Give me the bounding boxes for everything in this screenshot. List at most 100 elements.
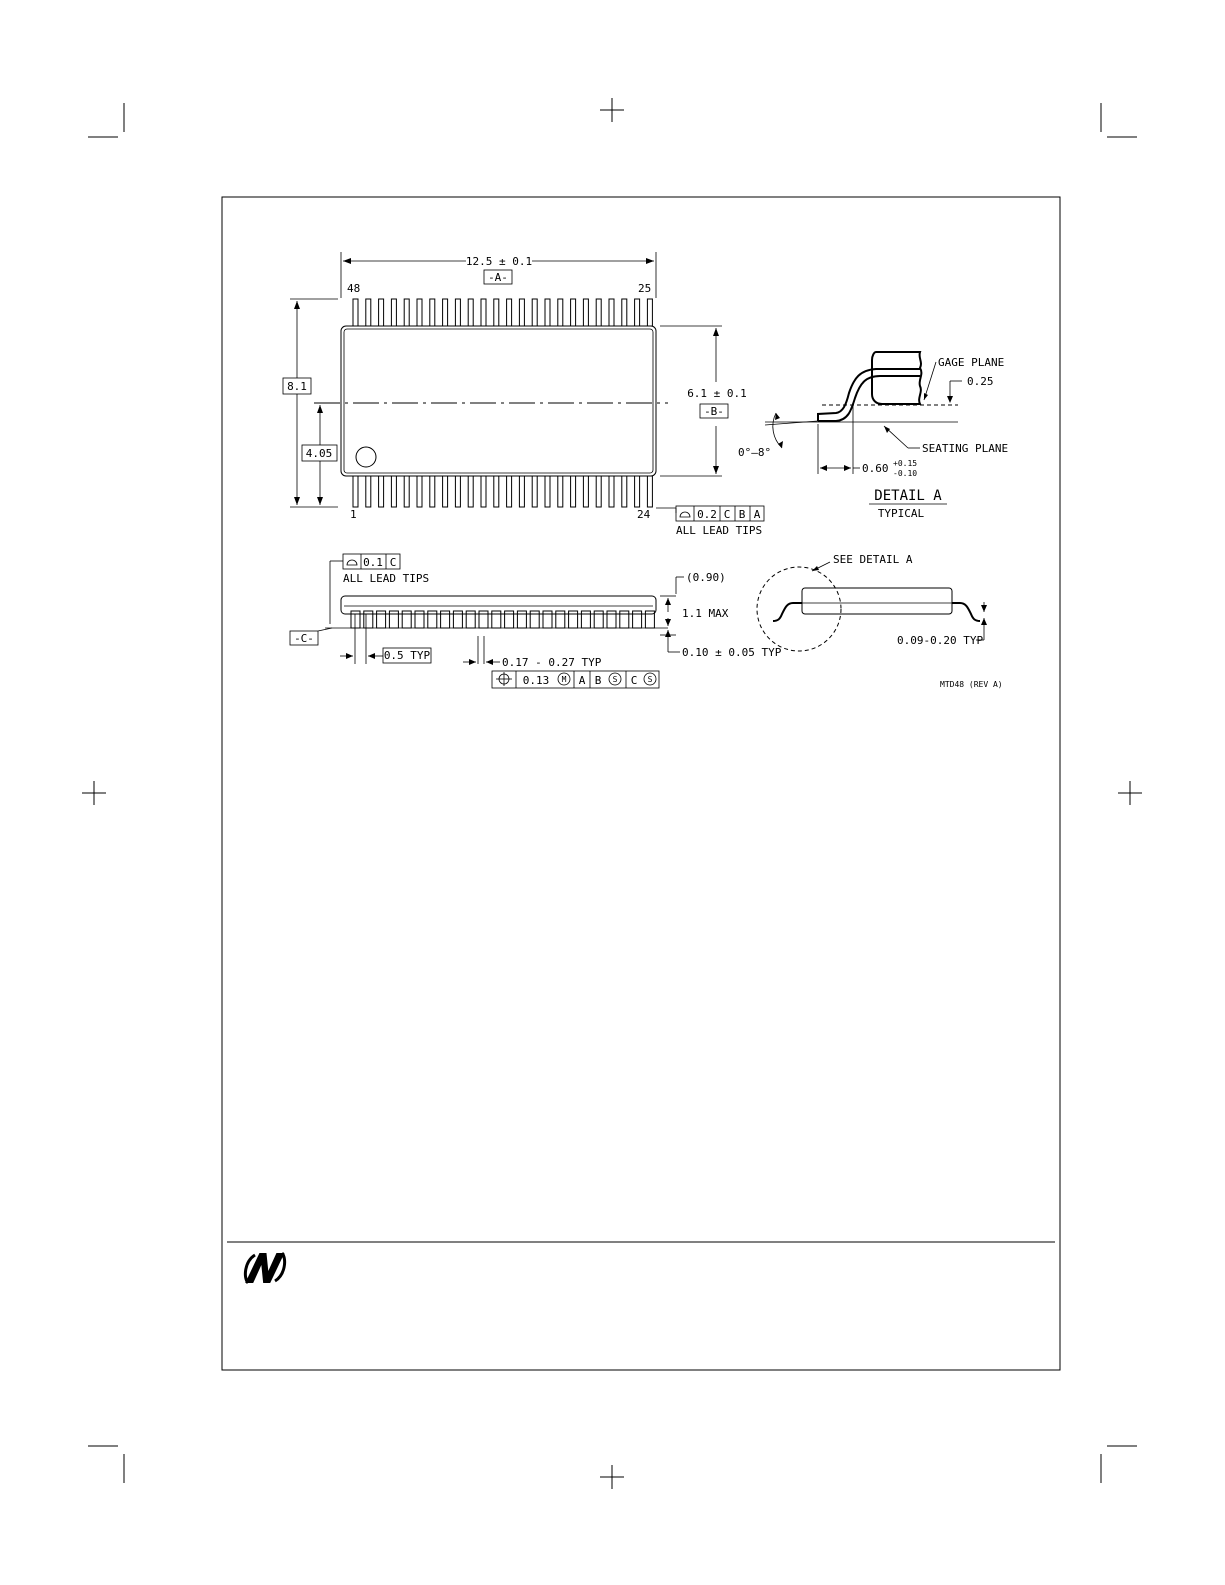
svg-text:C: C (631, 674, 638, 687)
detail-a-subtitle: TYPICAL (878, 507, 925, 520)
lead (609, 299, 614, 326)
page-frame (222, 197, 1060, 1370)
lead (622, 476, 627, 507)
svg-text:+0.15: +0.15 (893, 459, 917, 468)
lead (507, 299, 512, 326)
detail-a-title: DETAIL A (874, 488, 942, 504)
svg-text:0.2: 0.2 (697, 508, 717, 521)
top-leads-upper (353, 299, 652, 326)
height-ref-label: (0.90) (686, 571, 726, 584)
lead (571, 299, 576, 326)
lead (647, 299, 652, 326)
svg-text:A: A (754, 508, 761, 521)
lead (481, 299, 486, 326)
pin-1-label: 1 (350, 508, 357, 521)
datum-b-label: -B- (704, 405, 724, 418)
lead (391, 299, 396, 326)
lead (455, 476, 460, 507)
lead (647, 476, 652, 507)
lead (366, 299, 371, 326)
svg-text:0.13: 0.13 (523, 674, 550, 687)
lead (379, 476, 384, 507)
svg-text:B: B (595, 674, 602, 687)
lead (571, 476, 576, 507)
lead (430, 299, 435, 326)
side-lead-tip-note: ALL LEAD TIPS (343, 572, 429, 585)
see-detail-label: SEE DETAIL A (833, 553, 913, 566)
lead-width-label: 0.17 - 0.27 TYP (502, 656, 602, 669)
standoff-label: 0.10 ± 0.05 TYP (682, 646, 782, 659)
lead (532, 299, 537, 326)
svg-text:S: S (613, 675, 618, 684)
pin-24-label: 24 (637, 508, 651, 521)
lead (494, 476, 499, 507)
lead (481, 476, 486, 507)
lead (545, 476, 550, 507)
end-view: SEE DETAIL A 0.09-0.20 TYP (757, 553, 987, 651)
lead (353, 299, 358, 326)
svg-text:C: C (390, 556, 397, 569)
end-body-outline (802, 588, 952, 614)
lead (583, 476, 588, 507)
profile-of-surface-icon (680, 512, 690, 517)
angle-label: 0°–8° (738, 446, 771, 459)
lead (545, 299, 550, 326)
lead (430, 476, 435, 507)
side-view: 0.1 C ALL LEAD TIPS -C- 0.5 TYP 0.17 - 0… (290, 554, 782, 688)
lead (494, 299, 499, 326)
top-leads-lower (353, 476, 652, 507)
lead (558, 299, 563, 326)
foot-length-label: 0.60 (862, 462, 889, 475)
lead (404, 476, 409, 507)
drawing-number: MTD48 (REV A) (940, 680, 1003, 689)
gage-value-label: 0.25 (967, 375, 994, 388)
datum-c-label: -C- (294, 632, 314, 645)
svg-text:0.1: 0.1 (363, 556, 383, 569)
body-width-dimension: 6.1 ± 0.1 (687, 387, 747, 400)
profile-of-surface-icon (347, 560, 357, 565)
lead (391, 476, 396, 507)
lead (353, 476, 358, 507)
coplanarity-control-frame: 0.1 C (343, 554, 400, 569)
national-semiconductor-logo-icon (245, 1253, 284, 1283)
lead (507, 476, 512, 507)
lead (455, 299, 460, 326)
length-dimension: 12.5 ± 0.1 (466, 255, 532, 268)
datum-a-label: -A- (488, 271, 508, 284)
pin-25-label: 25 (638, 282, 651, 295)
lead (366, 476, 371, 507)
svg-text:-0.10: -0.10 (893, 469, 917, 478)
lead (519, 476, 524, 507)
svg-text:C: C (724, 508, 731, 521)
lead (609, 476, 614, 507)
lead (596, 476, 601, 507)
lead (519, 299, 524, 326)
package-body-outline (341, 326, 656, 476)
detail-a-view: 0°–8° GAGE PLANE 0.25 SEATING PLANE 0.60… (738, 352, 1008, 520)
pitch-label: 0.5 TYP (384, 649, 431, 662)
lead (532, 476, 537, 507)
lead (635, 476, 640, 507)
height-max-label: 1.1 MAX (682, 607, 729, 620)
lead (468, 299, 473, 326)
lead-tip-note: ALL LEAD TIPS (676, 524, 762, 537)
lead (417, 299, 422, 326)
top-view: 12.5 ± 0.1 -A- 48 25 1 24 8.1 4.05 (283, 252, 764, 537)
svg-text:S: S (648, 675, 653, 684)
position-control-frame: 0.13 M A B S C S (492, 671, 659, 688)
lead (596, 299, 601, 326)
lead (443, 476, 448, 507)
lead (379, 299, 384, 326)
registration-marks (82, 98, 1142, 1489)
position-tolerance-icon (496, 672, 512, 686)
lead (417, 476, 422, 507)
lead (443, 299, 448, 326)
half-width-dimension: 4.05 (306, 447, 333, 460)
overall-width-dimension: 8.1 (287, 380, 307, 393)
seating-plane-label: SEATING PLANE (922, 442, 1008, 455)
lead (635, 299, 640, 326)
lead-thickness-label: 0.09-0.20 TYP (897, 634, 983, 647)
lead-tip-control-frame: 0.2 C B A (676, 506, 764, 521)
svg-text:B: B (739, 508, 746, 521)
